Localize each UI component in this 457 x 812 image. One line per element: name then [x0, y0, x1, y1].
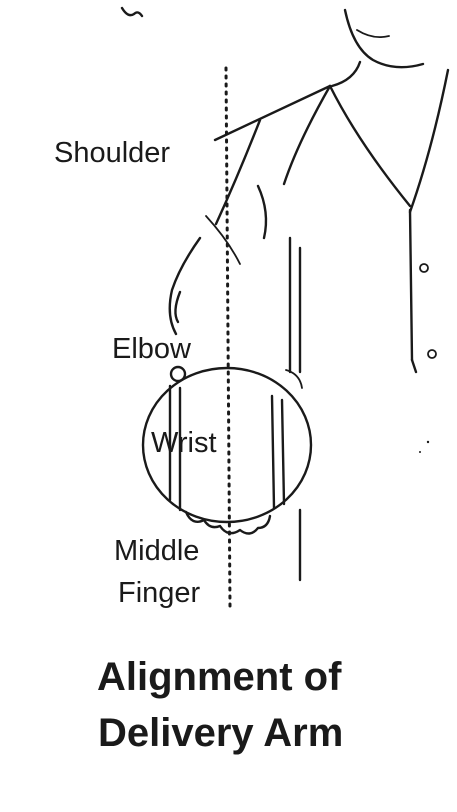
label-middle-finger-line1: Middle: [114, 535, 199, 567]
top-mark: [122, 8, 142, 16]
shirt-button-2: [428, 350, 436, 358]
shoulder-line: [215, 86, 330, 140]
alignment-line: [226, 68, 230, 606]
arm-back-lower: [175, 292, 180, 322]
mouth-line: [357, 30, 389, 37]
shirt-button-1: [420, 264, 428, 272]
collar-left: [284, 86, 330, 184]
sleeve-fold-2: [258, 186, 266, 238]
label-wrist: Wrist: [151, 427, 217, 459]
caption-line2: Delivery Arm: [98, 711, 343, 755]
neck-line: [332, 62, 360, 86]
collar-fold: [330, 86, 410, 206]
label-middle-finger-line2: Finger: [118, 577, 201, 609]
forearm-line-3: [272, 396, 274, 508]
upper-arm-back: [170, 238, 200, 334]
shirt-front: [410, 210, 412, 360]
caption-line1: Alignment of: [97, 655, 342, 699]
sleeve-fold-3: [206, 216, 240, 264]
shirt-tail: [412, 360, 416, 372]
chin-outline: [345, 10, 423, 67]
speck: [419, 451, 421, 453]
collar-right: [410, 70, 448, 212]
label-shoulder: Shoulder: [54, 137, 170, 169]
label-elbow: Elbow: [112, 333, 192, 365]
speck: [427, 441, 429, 443]
forearm-line-4: [282, 400, 284, 504]
